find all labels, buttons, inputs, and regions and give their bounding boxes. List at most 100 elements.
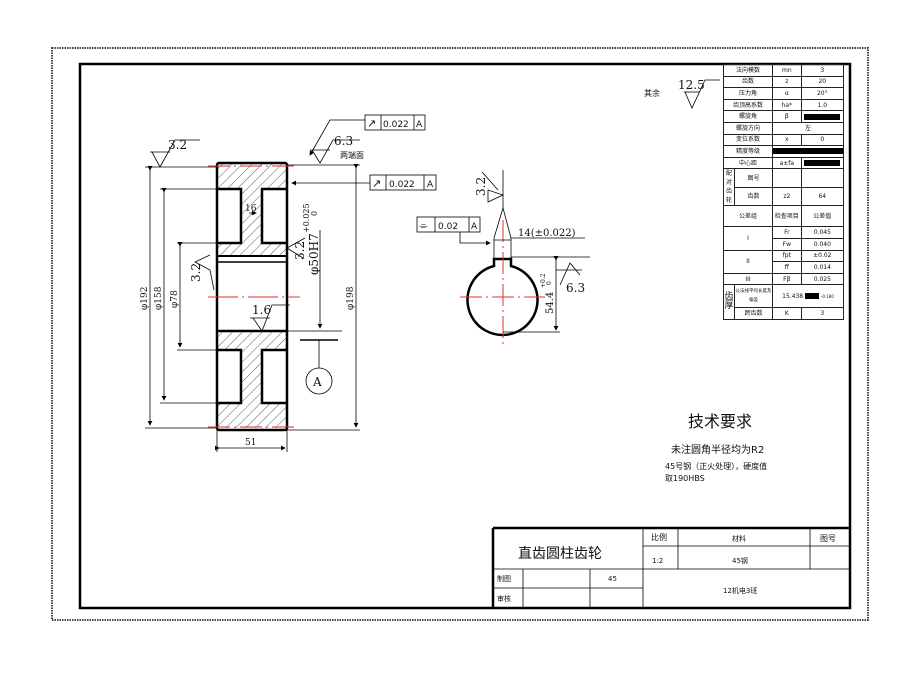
dim-d158: φ158 [154,286,164,310]
dim-bore: φ50H7 [307,233,321,275]
datum-a-label: A [312,375,322,389]
empty-cell [800,168,845,188]
keyway-view [459,170,590,345]
param-symbol: z [772,75,802,89]
param-name: 法向模数 [723,64,773,77]
runout-tolerance-frame-2 [369,174,437,191]
title-block [491,526,850,608]
param-value: 左 [772,121,844,135]
param-symbol: α [772,87,802,100]
dim-bore-tol-lower: 0 [310,211,319,216]
pair-teeth: 齿数 [734,186,773,207]
tol-header: 公差值 [800,205,845,228]
drawn-value: 45 [608,575,617,583]
tol-item: Fw [772,237,802,251]
param-symbol: a±fa [772,156,802,170]
gear-section-view [208,161,300,432]
tol-value: 0.014 [800,261,845,274]
dim-key-width: 14(±0.022) [518,228,576,239]
dim-bore-tol-upper: +0.025 [302,203,311,233]
symmetry-value: 0.02 [438,222,458,232]
thickness-value-cell: 15.438 -0.180 [772,284,844,309]
tol-header: 检查项目 [772,205,802,228]
dim-key-depth-tol-lower: 0 [546,281,553,285]
param-value: 0 [800,133,845,147]
tol-group: II [723,249,773,274]
tech-requirement-2: 45号钢（正火处理），硬度值 [665,461,767,471]
dim-d192: φ192 [140,287,150,310]
param-name: 螺旋方向 [723,121,773,135]
param-value: 20° [800,87,845,100]
param-name: 齿数 [723,75,773,89]
pair-gear-label: 配对齿轮 [723,168,735,207]
runout-2-symbol: ↗ [372,177,381,190]
param-symbol: ha* [772,98,802,112]
tol-header: 公差组 [723,205,773,228]
param-value-redacted [772,145,844,158]
scale-label: 比例 [651,532,667,542]
runout-2-value: 0.022 [389,180,415,190]
scale-value: 1:2 [652,557,663,565]
roughness-hub: 1.6 [252,303,271,317]
dimension-lines [145,79,720,452]
param-value-redacted [800,110,845,123]
tech-requirements-title: 技术要求 [688,412,752,431]
thickness-desc: 公法线平均长度及偏差 [734,284,773,309]
runout-2-datum: A [427,180,434,190]
checked-label: 审核 [497,594,511,603]
roughness-bore-left: 3.2 [189,263,203,282]
empty-cell [772,168,802,188]
runout-tolerance-frame-1 [364,114,426,131]
material-value: 45钢 [732,556,748,565]
param-symbol: x [772,133,802,147]
param-name: 齿顶高系数 [723,98,773,112]
symmetry-datum: A [471,222,478,232]
pair-value: 64 [800,186,845,207]
tol-value: 0.025 [800,272,845,286]
span-value: 3 [800,307,845,320]
tol-value: 0.040 [800,237,845,251]
pair-symbol: z2 [772,186,802,207]
thickness-value: 15.438 [782,292,804,300]
drawn-label: 制图 [497,574,511,583]
tol-value: ±0.02 [800,249,845,263]
param-value-redacted [800,156,845,170]
thickness-label: 齿厚 [723,284,735,320]
drawing-no-label: 图号 [820,534,836,543]
part-name: 直齿圆柱齿轮 [518,545,602,562]
dim-key-depth: 54.4 [545,292,556,314]
roughness-bore-right: 3.2 [293,241,307,260]
other-surfaces-label: 其余 [644,88,660,98]
both-faces-label: 两端面 [340,150,364,160]
dim-key-depth-tol-upper: +0.2 [540,273,547,288]
roughness-keyway-side: 6.3 [566,281,585,295]
dim-d78: φ78 [170,290,180,308]
param-name: 变位系数 [723,133,773,147]
pair-drawing-no: 图号 [734,168,773,188]
tol-item: fpt [772,249,802,263]
param-name: 压力角 [723,87,773,100]
tol-group: I [723,226,773,251]
param-name: 中心距 [723,156,773,170]
span-symbol: K [772,307,802,320]
param-name: 精度等级 [723,145,773,158]
dim-d198: φ198 [346,286,356,310]
param-name: 螺旋角 [723,110,773,123]
roughness-other-value: 12.5 [678,78,705,92]
thickness-tol: -0.180 [820,293,834,299]
roughness-keyway-top: 3.2 [474,177,488,196]
dim-web: 16 [245,204,257,214]
tol-item: Fr [772,226,802,239]
material-label: 材料 [732,534,746,543]
tol-item: Fβ [772,272,802,286]
tech-requirement-3: 取190HBS [665,474,705,483]
outer-border [51,47,869,621]
tol-group: III [723,272,773,286]
runout-1-symbol: ↗ [367,117,376,130]
param-value: 3 [800,64,845,77]
runout-1-value: 0.022 [383,120,409,130]
runout-1-datum: A [416,120,423,130]
roughness-top-right: 6.3 [334,134,353,148]
param-value: 1.0 [800,98,845,112]
